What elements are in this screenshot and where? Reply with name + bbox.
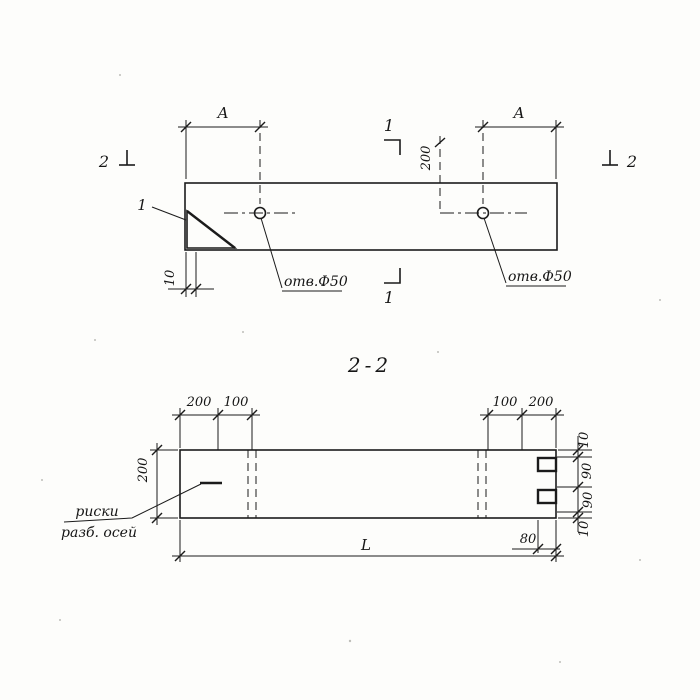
section-view: риски разб. осей 200 100 100 200 200 xyxy=(61,395,596,562)
dim-right-tick2 xyxy=(572,451,584,463)
dim-a-right-label: A xyxy=(512,104,525,122)
dim-left-tick2 xyxy=(151,512,163,524)
dim-right-tick1 xyxy=(572,444,584,456)
hole-right-label: отв.Ф50 xyxy=(508,269,572,285)
plan-view: 1 отв.Ф50 отв.Ф50 A A 200 1 xyxy=(98,104,637,307)
section2-left-label: 2 xyxy=(98,152,109,171)
detail-mark-label: 1 xyxy=(137,196,147,214)
dim-length-tick2 xyxy=(550,550,562,562)
section-title: 2-2 xyxy=(347,353,392,377)
dim-tl-200-label: 200 xyxy=(186,395,212,410)
dim-a-left-tick2 xyxy=(254,121,266,133)
dim-a-left-tick1 xyxy=(180,121,192,133)
axis-note-line2: разб. осей xyxy=(61,525,137,541)
dim-200-label: 200 xyxy=(419,146,434,172)
dim-right-90-bottom-label: 90 xyxy=(581,492,596,509)
dim-right-tick3 xyxy=(572,481,584,493)
dim-left-200-label: 200 xyxy=(136,458,151,484)
hole-right xyxy=(476,206,490,220)
hole-left-leader xyxy=(260,217,283,289)
dim-tr-tick2 xyxy=(516,409,528,421)
dim-tl-tick2 xyxy=(212,409,224,421)
dim-tl-tick3 xyxy=(246,409,258,421)
dim-right-10-bottom-label: 10 xyxy=(577,521,592,538)
dim-10-tick1 xyxy=(180,283,192,295)
hole-right-leader xyxy=(483,217,507,284)
dim-right-tick4 xyxy=(572,506,584,518)
beam-outline xyxy=(184,182,558,251)
dim-10-label: 10 xyxy=(163,270,178,287)
hole-left xyxy=(253,206,267,220)
detail-leader-line xyxy=(151,206,187,221)
dim-10-tick2 xyxy=(190,283,202,295)
dim-tl-100-label: 100 xyxy=(224,395,249,410)
axis-note-line1: риски xyxy=(75,504,118,520)
dim-tr-tick1 xyxy=(482,409,494,421)
chamfer-hypotenuse xyxy=(186,210,236,249)
section1-bottom-mark xyxy=(384,268,401,284)
dim-a-right-tick1 xyxy=(477,121,489,133)
hole-left-label: отв.Ф50 xyxy=(284,274,348,290)
dim-80-label: 80 xyxy=(520,532,537,547)
dim-a-left-label: A xyxy=(216,104,229,122)
dim-80-tick2 xyxy=(550,543,562,555)
section-outline xyxy=(179,449,557,519)
section2-right-label: 2 xyxy=(626,152,637,171)
dim-tr-100-label: 100 xyxy=(493,395,518,410)
dim-tr-tick3 xyxy=(550,409,562,421)
dim-left-tick1 xyxy=(151,444,163,456)
section1-bottom-label: 1 xyxy=(384,288,394,307)
axis-note-leader xyxy=(63,483,202,523)
dim-200-tick xyxy=(434,137,446,148)
dim-right-tick5 xyxy=(572,512,584,524)
dim-tr-200-label: 200 xyxy=(528,395,554,410)
dim-length-label: L xyxy=(360,536,371,554)
section1-top-label: 1 xyxy=(384,116,394,135)
end-notch-top xyxy=(536,456,558,473)
section1-top-mark xyxy=(384,139,401,155)
dim-80-tick1 xyxy=(532,543,544,555)
dim-right-10-top-label: 10 xyxy=(577,432,592,449)
dim-right-90-top-label: 90 xyxy=(580,463,595,480)
end-notch-bottom xyxy=(536,488,558,505)
dim-tl-tick1 xyxy=(174,409,186,421)
scan-noise xyxy=(41,74,661,663)
dim-a-right-tick2 xyxy=(550,121,562,133)
dim-length-tick1 xyxy=(174,550,186,562)
